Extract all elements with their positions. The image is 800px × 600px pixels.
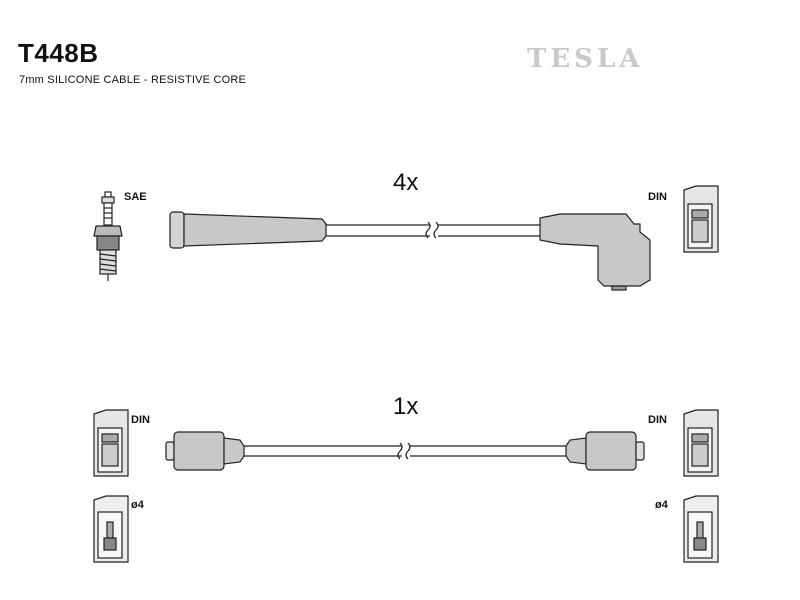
cable-description: 7mm SILICONE CABLE - RESISTIVE CORE: [19, 74, 247, 86]
pin-terminal-icon: [683, 495, 719, 563]
quantity-4x-label: 4x: [393, 169, 418, 196]
din-terminal-icon: [683, 185, 719, 253]
din-terminal-icon: [683, 409, 719, 477]
sae-label: SAE: [124, 191, 147, 203]
part-number-title: T448B: [18, 38, 99, 68]
din-label-right: DIN: [648, 414, 667, 426]
din-label-left: DIN: [131, 414, 150, 426]
cable-1x: [165, 431, 645, 471]
brand-logo: TESLA: [527, 44, 644, 74]
pin4-label-left: ø4: [131, 499, 145, 511]
din-label-set1: DIN: [648, 191, 667, 203]
spark-plug-icon: [93, 191, 123, 281]
pin-terminal-icon: [93, 495, 129, 563]
cable-4x: [169, 211, 651, 291]
pin4-label-right: ø4: [655, 499, 669, 511]
din-terminal-icon: [93, 409, 129, 477]
quantity-1x-label: 1x: [393, 393, 418, 420]
